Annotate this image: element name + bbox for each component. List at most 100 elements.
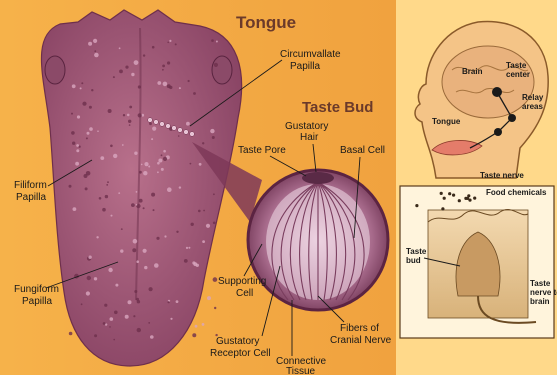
papilla-dot bbox=[188, 247, 190, 249]
papilla-dot bbox=[102, 208, 106, 212]
papilla-dot bbox=[107, 181, 109, 183]
papilla-dot bbox=[81, 303, 83, 305]
papilla-dot bbox=[125, 315, 129, 319]
papilla-dot bbox=[108, 268, 112, 272]
papilla-dot bbox=[75, 162, 79, 166]
papilla-dot bbox=[207, 296, 211, 300]
papilla-dot bbox=[123, 114, 125, 116]
papilla-dot bbox=[91, 89, 93, 91]
papilla-dot bbox=[94, 334, 97, 337]
papilla-dot bbox=[109, 326, 111, 328]
papilla-dot bbox=[163, 150, 166, 153]
papilla-dot bbox=[76, 149, 79, 152]
papilla-dot bbox=[93, 39, 97, 43]
papilla-dot bbox=[71, 131, 75, 135]
papilla-dot bbox=[214, 63, 218, 67]
papilla-dot bbox=[131, 203, 135, 207]
papilla-dot bbox=[148, 322, 150, 324]
papilla-dot bbox=[175, 43, 177, 45]
papilla-dot bbox=[137, 328, 141, 332]
inset-label-taste-nerve: Taste nerve bbox=[480, 171, 524, 180]
papilla-dot bbox=[169, 40, 171, 42]
papilla-dot bbox=[199, 163, 202, 166]
papilla-dot bbox=[139, 171, 142, 174]
food-chemical-dot bbox=[458, 199, 461, 202]
papilla-dot bbox=[191, 223, 194, 226]
inset-head: Brain Taste center Relay areas Tongue Ta… bbox=[398, 4, 555, 182]
papilla-dot bbox=[73, 207, 77, 211]
papilla-dot bbox=[210, 129, 214, 133]
papilla-dot bbox=[87, 276, 91, 280]
papilla-dot bbox=[176, 231, 178, 233]
papilla-dot bbox=[188, 80, 190, 82]
papilla-dot bbox=[144, 266, 147, 269]
papilla-dot bbox=[97, 130, 99, 132]
papilla-dot bbox=[94, 277, 97, 280]
papilla-dot bbox=[163, 157, 167, 161]
inset-label-relay-areas: Relay areas bbox=[522, 93, 546, 111]
papilla-dot bbox=[138, 85, 141, 88]
papilla-dot bbox=[193, 262, 197, 266]
papilla-dot bbox=[118, 192, 120, 194]
brain-shape bbox=[442, 46, 534, 118]
papilla-dot bbox=[213, 222, 216, 225]
papilla-dot bbox=[106, 184, 108, 186]
papilla-dot bbox=[134, 290, 137, 293]
papilla-dot bbox=[120, 249, 123, 252]
inset-label-brain: Brain bbox=[462, 67, 483, 76]
papilla-dot bbox=[179, 87, 181, 89]
papilla-dot bbox=[72, 142, 75, 145]
papilla-dot bbox=[213, 277, 218, 282]
title-tongue: Tongue bbox=[236, 13, 296, 32]
food-chemical-dot bbox=[448, 192, 451, 195]
papilla-dot bbox=[108, 109, 112, 113]
papilla-dot bbox=[136, 204, 138, 206]
papilla-dot bbox=[144, 162, 148, 166]
papilla-dot bbox=[127, 114, 130, 117]
papilla-dot bbox=[128, 300, 132, 304]
papilla-dot bbox=[96, 236, 98, 238]
papilla-dot bbox=[82, 102, 86, 106]
papilla-dot bbox=[154, 263, 159, 268]
papilla-dot bbox=[86, 291, 90, 295]
papilla-dot bbox=[184, 259, 188, 263]
papilla-dot bbox=[86, 137, 88, 139]
papilla-dot bbox=[168, 301, 170, 303]
food-chemical-dot bbox=[441, 207, 444, 210]
papilla-dot bbox=[119, 47, 121, 49]
papilla-dot bbox=[153, 209, 155, 211]
tonsil-left bbox=[45, 56, 65, 84]
papilla-dot bbox=[110, 317, 114, 321]
papilla-dot bbox=[176, 300, 179, 303]
papilla-dot bbox=[193, 92, 196, 95]
papilla-dot bbox=[179, 186, 181, 188]
papilla-dot bbox=[71, 113, 73, 115]
papilla-dot bbox=[128, 120, 131, 123]
food-chemical-dot bbox=[440, 192, 443, 195]
papilla-dot bbox=[202, 323, 205, 326]
papilla-dot bbox=[170, 318, 172, 320]
papilla-dot bbox=[216, 41, 218, 43]
papilla-dot bbox=[149, 122, 152, 125]
taste-bud-illustration bbox=[248, 170, 388, 310]
papilla-dot bbox=[69, 332, 73, 336]
circumvallate-papilla-dot bbox=[166, 124, 171, 129]
papilla-dot bbox=[186, 122, 190, 126]
papilla-dot bbox=[104, 304, 107, 307]
papilla-dot bbox=[143, 207, 145, 209]
papilla-dot bbox=[163, 82, 168, 87]
papilla-dot bbox=[198, 210, 201, 213]
papilla-dot bbox=[186, 247, 188, 249]
label-receptor-cell: Gustatory Receptor Cell bbox=[210, 336, 271, 359]
papilla-dot bbox=[133, 315, 135, 317]
papilla-dot bbox=[214, 307, 216, 309]
circumvallate-papilla-dot bbox=[190, 132, 195, 137]
label-basal-cell: Basal Cell bbox=[340, 145, 385, 156]
food-chemical-dot bbox=[452, 194, 455, 197]
papilla-dot bbox=[89, 106, 92, 109]
papilla-dot bbox=[162, 69, 164, 71]
papilla-dot bbox=[99, 197, 102, 200]
papilla-dot bbox=[150, 335, 154, 339]
papilla-dot bbox=[213, 193, 215, 195]
papilla-dot bbox=[202, 142, 204, 144]
